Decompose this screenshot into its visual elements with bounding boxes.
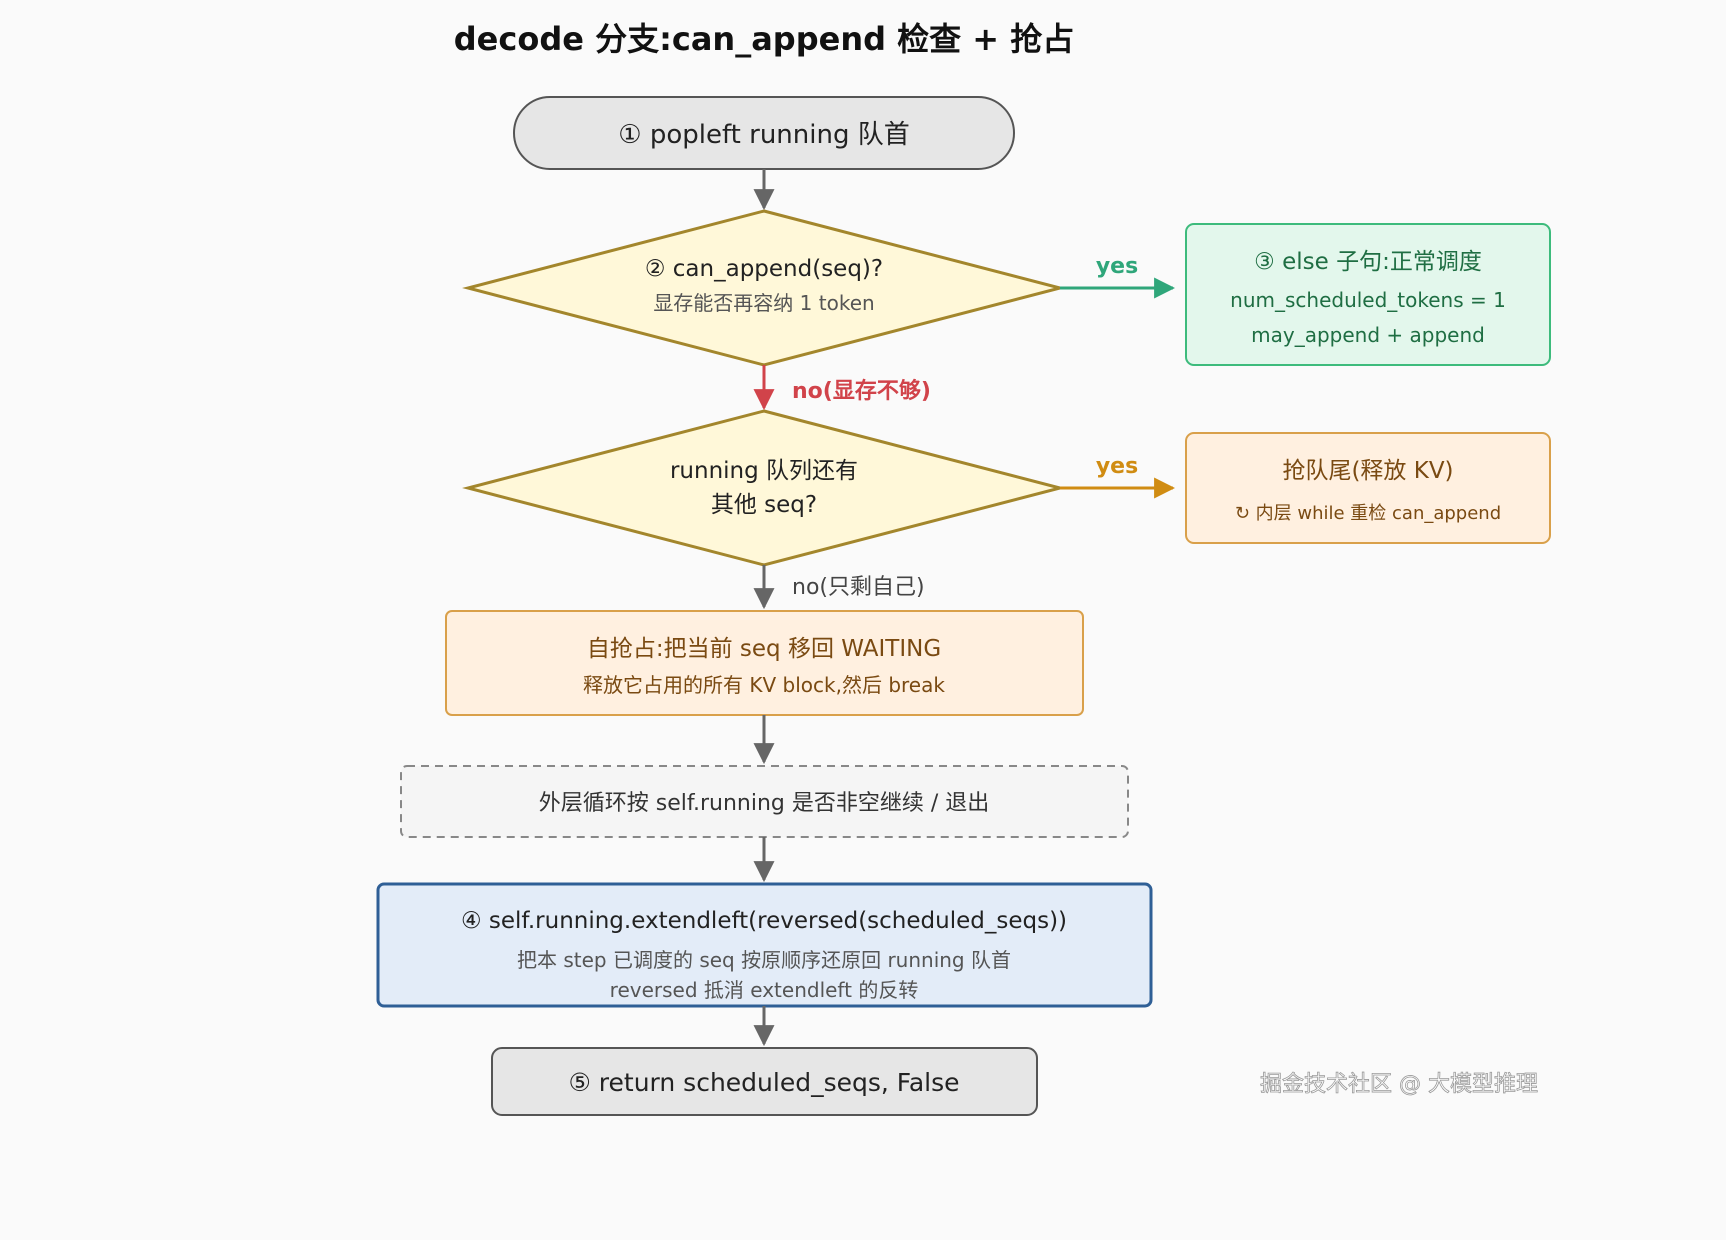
node-preempt-tail-label: 抢队尾(释放 KV) [1282, 458, 1453, 484]
node-extendleft-line2: reversed 抵消 extendleft 的反转 [610, 978, 919, 1002]
flowchart-svg: decode 分支:can_append 检查 + 抢占 ① popleft r… [376, 20, 1551, 1116]
watermark: 掘金技术社区 @ 大模型推理 [1260, 1072, 1538, 1097]
node-can-append: ② can_append(seq)? 显存能否再容纳 1 token [462, 209, 1066, 367]
flowchart-canvas: decode 分支:can_append 检查 + 抢占 ① popleft r… [376, 20, 1551, 1116]
node-self-preempt-line1: 自抢占:把当前 seq 移回 WAITING [587, 636, 941, 662]
node-popleft-label: ① popleft running 队首 [618, 120, 909, 150]
node-self-preempt: 自抢占:把当前 seq 移回 WAITING 释放它占用的所有 KV block… [445, 610, 1084, 716]
node-else-branch: ③ else 子句:正常调度 num_scheduled_tokens = 1 … [1185, 223, 1551, 366]
node-popleft: ① popleft running 队首 [513, 96, 1015, 170]
node-return: ⑤ return scheduled_seqs, False [491, 1047, 1038, 1116]
node-return-label: ⑤ return scheduled_seqs, False [568, 1068, 959, 1097]
node-extendleft-line1: 把本 step 已调度的 seq 按原顺序还原回 running 队首 [517, 948, 1011, 972]
edge-yes1-label: yes [1096, 254, 1138, 279]
edge-no2-label: no(只剩自己) [792, 575, 925, 600]
node-else-line1: num_scheduled_tokens = 1 [1230, 288, 1506, 312]
node-preempt-tail: 抢队尾(释放 KV) ↻ 内层 while 重检 can_append [1185, 432, 1551, 544]
node-has-other: running 队列还有 其他 seq? [462, 409, 1066, 567]
node-outer-loop: 外层循环按 self.running 是否非空继续 / 退出 [400, 765, 1129, 838]
node-preempt-tail-sub: ↻ 内层 while 重检 can_append [1235, 503, 1501, 524]
node-can-append-sub: 显存能否再容纳 1 token [653, 291, 874, 315]
node-outer-loop-label: 外层循环按 self.running 是否非空继续 / 退出 [539, 791, 990, 816]
node-extendleft: ④ self.running.extendleft(reversed(sched… [376, 882, 1153, 1008]
node-self-preempt-line2: 释放它占用的所有 KV block,然后 break [583, 673, 945, 697]
node-else-line2: may_append + append [1251, 323, 1485, 347]
node-can-append-label: ② can_append(seq)? [645, 256, 883, 282]
diagram-title: decode 分支:can_append 检查 + 抢占 [454, 20, 1075, 58]
edge-no1-label: no(显存不够) [792, 378, 931, 404]
node-has-other-line1: running 队列还有 [670, 458, 858, 484]
node-else-label: ③ else 子句:正常调度 [1254, 249, 1482, 275]
node-has-other-line2: 其他 seq? [711, 492, 817, 518]
node-extendleft-label: ④ self.running.extendleft(reversed(sched… [461, 908, 1067, 934]
edge-yes2-label: yes [1096, 454, 1138, 479]
